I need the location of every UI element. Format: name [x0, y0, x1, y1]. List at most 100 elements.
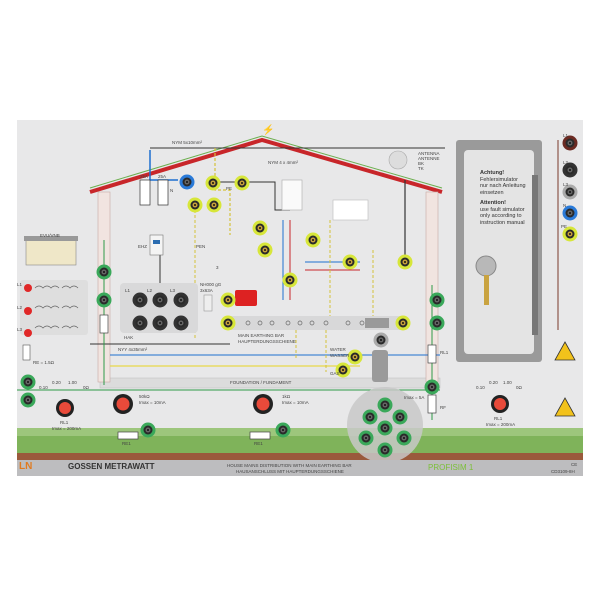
fault-simulator-warning-en: Attention! use fault simulator only acco…: [480, 200, 530, 226]
socket-earth[interactable]: [20, 392, 36, 408]
water-heater: [281, 179, 303, 211]
imax-label: Imax = 5A: [404, 395, 425, 400]
warning-title-de: Achtung!: [480, 170, 505, 176]
socket-hak-l1[interactable]: [132, 292, 148, 308]
ln-logo: LN: [19, 461, 33, 472]
socket-pe[interactable]: [342, 254, 358, 270]
socket-l2[interactable]: [562, 162, 578, 178]
warning-text-en: use fault simulator only according to in…: [480, 206, 525, 226]
socket-earth[interactable]: [96, 292, 112, 308]
rf-label: RF: [440, 405, 446, 410]
foundation-label: FOUNDATION / FUNDAMENT: [230, 380, 292, 385]
socket-earth[interactable]: [429, 315, 445, 331]
product-code: CD3109-8H: [551, 469, 575, 474]
dial-tick: 1.00: [503, 380, 512, 385]
dial-tick: 0.20: [52, 380, 61, 385]
socket-n[interactable]: [179, 174, 195, 190]
socket-pe[interactable]: [220, 292, 236, 308]
footer-bar: [17, 460, 583, 476]
socket-l3[interactable]: [562, 184, 578, 200]
trafo-l3-label: L3: [17, 327, 23, 332]
antenna-label: BK: [418, 161, 425, 166]
socket-equalisation[interactable]: [358, 430, 374, 446]
socket-hak-l2[interactable]: [152, 315, 168, 331]
socket-sewer[interactable]: [373, 332, 389, 348]
socket-equalisation[interactable]: [377, 420, 393, 436]
socket-pe[interactable]: [562, 226, 578, 242]
socket-pe[interactable]: [395, 315, 411, 331]
socket-pe[interactable]: [282, 272, 298, 288]
board-title-de: HAUSANSCHLUSS MIT HAUPTERDUNGSSCHIENE: [236, 469, 344, 474]
socket-earth[interactable]: [140, 422, 156, 438]
earth-resistor: [22, 344, 31, 361]
socket-gas[interactable]: [335, 362, 351, 378]
socket-pe[interactable]: [305, 232, 321, 248]
board-title-en: HOUSE MAINS DISTRIBUTION WITH MAIN EARTH…: [227, 463, 352, 468]
resistor-value: 1kΩ: [282, 394, 291, 399]
water-label-de: WASSER: [330, 353, 350, 358]
socket-l1[interactable]: [562, 135, 578, 151]
socket-hak-l3[interactable]: [173, 315, 189, 331]
socket-earth[interactable]: [424, 379, 440, 395]
socket-pe[interactable]: [187, 197, 203, 213]
knobs: [56, 394, 509, 417]
socket-pe[interactable]: [252, 220, 268, 236]
socket-earth[interactable]: [429, 292, 445, 308]
socket-earth[interactable]: [275, 422, 291, 438]
terminal-label-l2: L2: [563, 160, 569, 165]
socket-hak-l2[interactable]: [152, 292, 168, 308]
socket-pe[interactable]: [220, 315, 236, 331]
earthing-bar-label-de: HAUPTERDUNGSSCHIENE: [238, 339, 296, 344]
meter-label: EHZ: [138, 244, 147, 249]
n-label: N: [170, 188, 174, 193]
dial-tick: 0.10: [39, 385, 48, 390]
socket-water[interactable]: [347, 349, 363, 365]
socket-hak-l1[interactable]: [132, 315, 148, 331]
brand-logo: GOSSEN METRAWATT: [68, 462, 155, 471]
socket-pe[interactable]: [257, 242, 273, 258]
socket-earth[interactable]: [20, 374, 36, 390]
hak-l3-label: L3: [170, 288, 176, 293]
key: [484, 275, 489, 305]
nh-fuse-rating: 3x63A: [200, 288, 213, 293]
soil-strip: [17, 453, 583, 460]
terminal-label-l3: L3: [563, 182, 569, 187]
main-earthing-bar: [230, 316, 400, 330]
socket-equalisation[interactable]: [362, 409, 378, 425]
roof: [89, 137, 443, 194]
transformer-terminals: [24, 284, 32, 337]
resistor-imax: Imax = 10mA: [282, 400, 309, 405]
socket-equalisation[interactable]: [396, 430, 412, 446]
warning-icon: [554, 397, 576, 417]
hak-l1-label: L1: [125, 288, 131, 293]
socket-equalisation[interactable]: [392, 409, 408, 425]
warning-text-de: Fehlersimulator nur nach Anleitung einse…: [480, 176, 526, 196]
dial-tick: 1.00: [68, 380, 77, 385]
resistor-value: 50kΩ: [139, 394, 150, 399]
nh-fuse: [203, 294, 213, 312]
socket-earth[interactable]: [96, 264, 112, 280]
socket-equalisation[interactable]: [377, 442, 393, 458]
phases-label: 3: [216, 265, 219, 270]
antenna-label: ANTENNE: [418, 156, 440, 161]
warning-icon: [554, 341, 576, 361]
socket-equalisation[interactable]: [377, 397, 393, 413]
socket-pe[interactable]: [205, 175, 221, 191]
pe-label: PE: [226, 186, 233, 191]
dial-name: RL1: [494, 416, 503, 421]
socket-pe[interactable]: [234, 175, 250, 191]
earthing-bar-label: MAIN EARTHING BAR: [238, 333, 285, 338]
resistor-name: RE1: [122, 441, 131, 446]
socket-pe[interactable]: [206, 197, 222, 213]
terminal-label-n: N: [563, 203, 567, 208]
radiator: [332, 199, 369, 221]
socket-n[interactable]: [562, 205, 578, 221]
fuse-label: 25A: [158, 174, 167, 179]
product-name: PROFISIM 1: [428, 463, 474, 472]
key-lock: [475, 255, 497, 277]
socket-hak-l3[interactable]: [173, 292, 189, 308]
antenna-label: ANTENNA: [418, 151, 440, 156]
ce-mark: CE: [571, 462, 578, 467]
socket-antenna[interactable]: [397, 254, 413, 270]
electricity-meter: [149, 234, 164, 256]
